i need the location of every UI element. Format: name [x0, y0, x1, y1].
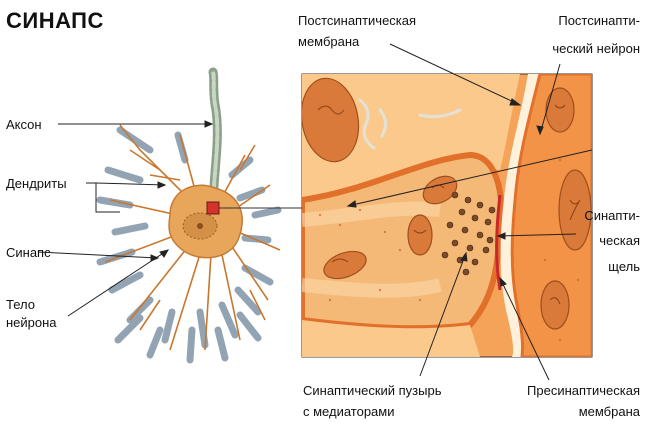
label-axon: Аксон	[6, 116, 42, 133]
neuron-illustration	[100, 72, 280, 360]
page-title: СИНАПС	[6, 8, 104, 34]
label-body-line1: Тело	[6, 296, 35, 313]
label-cleft-line3: щель	[608, 258, 640, 275]
label-synapse: Синапс	[6, 244, 51, 261]
label-cleft-line2: ческая	[599, 232, 640, 249]
label-vesicle-line2: с медиаторами	[303, 403, 394, 420]
label-post-neuron-line2: ческий нейрон	[552, 40, 640, 57]
label-vesicle-line1: Синаптический пузырь	[303, 382, 442, 399]
label-post-neuron-line1: Постсинапти-	[558, 12, 640, 29]
label-cleft-line1: Синапти-	[584, 207, 640, 224]
label-dendrites: Дендриты	[6, 175, 67, 192]
synapse-marker	[207, 202, 219, 214]
label-body-line2: нейрона	[6, 314, 57, 331]
label-post-membrane-line1: Постсинаптическая	[298, 12, 416, 29]
synapse-zoom	[295, 74, 592, 357]
label-pre-membrane-line2: мембрана	[579, 403, 640, 420]
label-pre-membrane-line1: Пресинаптическая	[527, 382, 640, 399]
label-post-membrane-line2: мембрана	[298, 33, 359, 50]
